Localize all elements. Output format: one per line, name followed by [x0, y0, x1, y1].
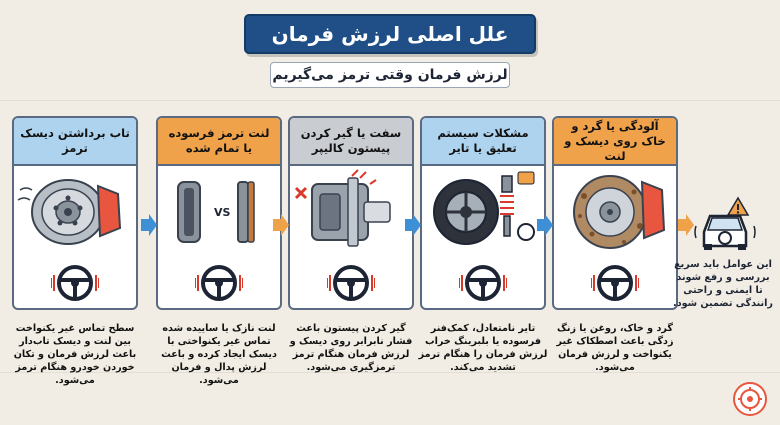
- brand-logo-icon: [733, 382, 767, 416]
- card-heading: تاب برداشتن دیسک ترمز: [14, 118, 136, 166]
- card-description: گیر کردن پیستون باعث فشار نابرابر روی دی…: [289, 323, 413, 373]
- card-heading: آلودگی یا گرد و خاک روی دیسک و لنت: [554, 118, 676, 166]
- vs-label: VS: [214, 206, 231, 219]
- tire-suspension-icon: [433, 171, 535, 245]
- car-warning-icon: [694, 196, 756, 250]
- dirty-disc-icon: [573, 175, 666, 249]
- flow-arrow-icon: [537, 214, 553, 236]
- steering-wheel-icon: [459, 265, 507, 301]
- card-description: لنت نازک یا ساییده شده تماس غیر یکنواختی…: [161, 323, 277, 386]
- conclusion-text: این عوامل باید سریع بررسی و رفع شوند تا …: [673, 259, 773, 309]
- cause-card-stuck-caliper: سفت یا گیر کردن پیستون کالیپر: [288, 116, 414, 310]
- card-description: گرد و خاک، روغن یا زنگ زدگی باعث اصطکاک …: [556, 323, 674, 373]
- steering-wheel-icon: [51, 265, 99, 301]
- flow-arrow-icon: [405, 214, 421, 236]
- cause-card-worn-pads: لنت ترمز فرسوده یا تمام شده VS: [156, 116, 282, 310]
- background-line: [0, 372, 780, 373]
- steering-wheel-icon: [195, 265, 243, 301]
- background-line: [0, 100, 780, 101]
- card-heading: مشکلات سیستم تعلیق یا تایر: [422, 118, 544, 166]
- flow-arrow-icon: [273, 214, 289, 236]
- card-heading: سفت یا گیر کردن پیستون کالیپر: [290, 118, 412, 166]
- caliper-icon: [294, 169, 391, 247]
- page-subtitle: لرزش فرمان وقتی ترمز می‌گیریم: [270, 62, 510, 88]
- brake-pad-icon: VS: [177, 181, 255, 243]
- flow-arrow-icon: [141, 214, 157, 236]
- card-description: سطح تماس غیر یکنواخت بین لنت و دیسک تاب‌…: [13, 323, 137, 386]
- card-description: تایر نامتعادل، کمک‌فنر فرسوده یا بلبرینگ…: [418, 323, 548, 373]
- card-heading: لنت ترمز فرسوده یا تمام شده: [158, 118, 280, 166]
- steering-wheel-icon: [591, 265, 639, 301]
- cause-card-warped-disc: تاب برداشتن دیسک ترمز: [12, 116, 138, 310]
- steering-wheel-icon: [327, 265, 375, 301]
- page-title: علل اصلی لرزش فرمان: [244, 14, 536, 54]
- cause-card-dirty-disc: آلودگی یا گرد و خاک روی دیسک و لنت: [552, 116, 678, 310]
- cause-card-suspension-tire: مشکلات سیستم تعلیق یا تایر: [420, 116, 546, 310]
- flow-arrow-icon: [678, 214, 694, 236]
- brake-disc-icon: [17, 179, 122, 245]
